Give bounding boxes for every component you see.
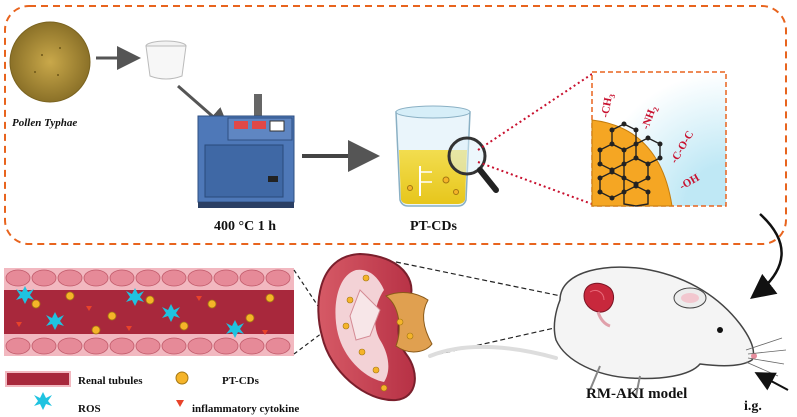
- pollen-label: Pollen Typhae: [12, 117, 77, 129]
- zoom-line-kidney-top: [395, 261, 591, 303]
- magnifier-icon: [447, 136, 499, 193]
- muffle-furnace-icon: [197, 94, 295, 208]
- zoom-line-tubule-top: [293, 269, 327, 319]
- legend: Renal tubules PT-CDs ROS inflammatory cy…: [5, 371, 299, 415]
- ig-arrow: [754, 372, 789, 391]
- legend-ptcds-label: PT-CDs: [222, 375, 260, 387]
- ig-label: i.g.: [744, 399, 762, 414]
- legend-ros-label: ROS: [78, 403, 101, 415]
- group-ch3: -CH3: [599, 93, 617, 119]
- renal-tubule: [4, 268, 294, 356]
- arrow-to-rat: [750, 213, 783, 300]
- crucible-icon: [145, 40, 187, 80]
- legend-renal-label: Renal tubules: [78, 375, 143, 387]
- beaker-icon: [395, 105, 471, 207]
- rat-icon: [428, 266, 787, 397]
- legend-ros-swatch: [34, 392, 52, 410]
- furnace-condition-label: 400 °C 1 h: [214, 219, 276, 234]
- legend-cytokine-label: inflammatory cytokine: [192, 403, 299, 415]
- zoom-line-bottom: [477, 161, 593, 205]
- pollen-disc: [9, 21, 91, 103]
- zoom-line-top: [477, 73, 593, 151]
- carbon-dot-structure: [591, 119, 673, 207]
- model-label: RM-AKI model: [586, 386, 687, 402]
- ptcds-label: PT-CDs: [410, 219, 457, 234]
- process-frame: [4, 5, 787, 245]
- legend-renal-swatch: [5, 371, 71, 387]
- legend-cytokine-swatch: [176, 400, 184, 407]
- kidney-icon: [317, 252, 433, 402]
- legend-ptcds-swatch: [175, 371, 189, 385]
